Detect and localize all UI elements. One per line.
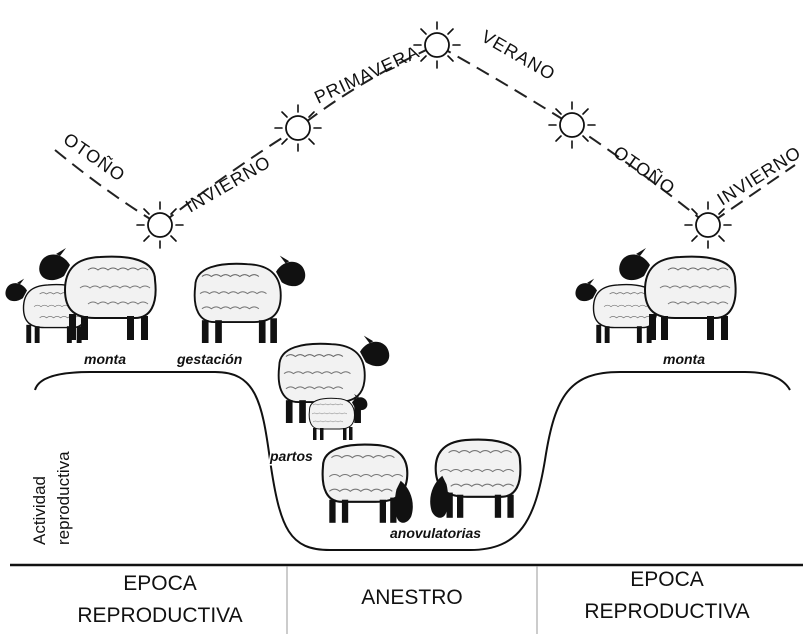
svg-text:Actividad: Actividad: [30, 476, 49, 545]
stage-label-anovulatorias: anovulatorias: [390, 525, 481, 541]
season-label-invierno: INVIERNO: [182, 152, 274, 217]
period-label-epoca-reproductiva-right: REPRODUCTIVA: [584, 600, 749, 623]
sun-icon: [414, 22, 460, 68]
sun-icon: [549, 102, 595, 148]
period-label-anestro: ANESTRO: [361, 586, 463, 609]
season-label-invierno: INVIERNO: [714, 142, 803, 209]
stage-label-monta: monta: [663, 351, 705, 367]
season-label-otono: OTOÑO: [610, 141, 680, 199]
season-label-primavera: PRIMAVERA: [311, 41, 422, 107]
season-label-otono: OTOÑO: [60, 128, 130, 186]
sheep-icon: [430, 440, 520, 518]
stage-label-partos: partos: [269, 448, 313, 464]
period-label-epoca-reproductiva-left: REPRODUCTIVA: [77, 604, 242, 627]
period-label-epoca-reproductiva-left: EPOCA: [123, 572, 197, 595]
stage-label-gestacion: gestación: [176, 351, 242, 367]
sheep-icon: [195, 256, 306, 343]
svg-text:reproductiva: reproductiva: [54, 451, 73, 545]
stage-label-monta: monta: [84, 351, 126, 367]
sheep-icon: [323, 445, 413, 523]
seasonal-cycle-path: [55, 45, 795, 225]
y-axis-label: Actividad reproductiva: [30, 451, 73, 545]
period-label-epoca-reproductiva-right: EPOCA: [630, 568, 704, 591]
reproductive-activity-curve: [35, 372, 790, 550]
sun-icon: [137, 202, 183, 248]
season-label-verano: VERANO: [478, 26, 559, 84]
sun-icon: [275, 105, 321, 151]
